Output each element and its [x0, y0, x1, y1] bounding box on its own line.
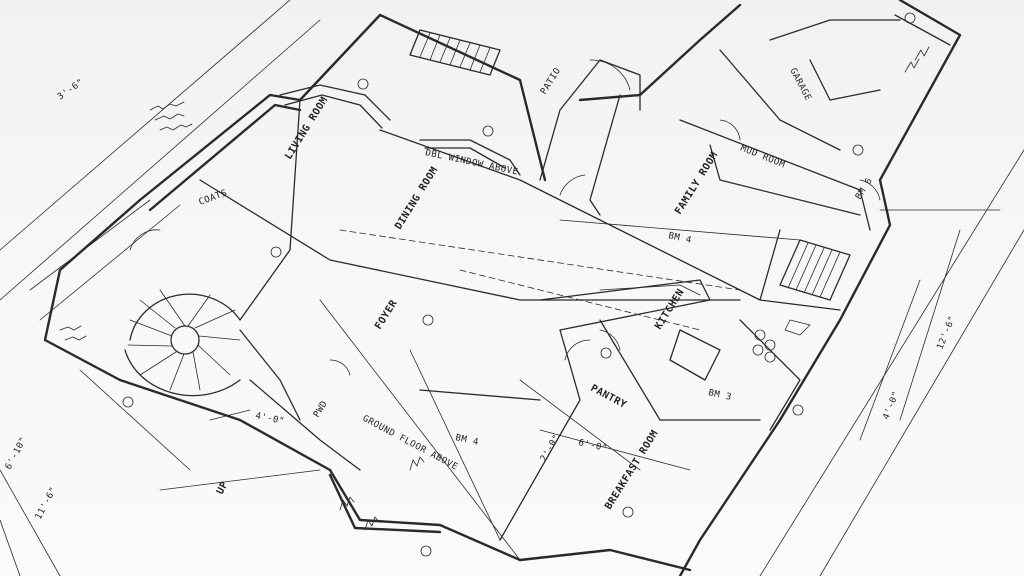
dim-6: 2'-0"	[539, 433, 562, 464]
scribble-notes	[59, 46, 930, 531]
room-label-family-room: FAMILY ROOM	[673, 150, 720, 217]
note-up: UP	[215, 480, 231, 497]
room-label-pantry: PANTRY	[589, 383, 629, 411]
room-label-kitchen: KITCHEN	[653, 287, 687, 332]
room-label-garage: GARAGE	[787, 67, 813, 103]
room-label-coats: COATS	[198, 188, 229, 208]
room-label-dining-room: DINING ROOM	[393, 165, 440, 232]
room-label-powder-room: PWD	[312, 399, 330, 419]
room-labels: LIVING ROOM DINING ROOM FOYER FAMILY ROO…	[198, 67, 813, 512]
dimension-lines	[29, 199, 1001, 561]
room-label-breakfast-room: BREAKFAST ROOM	[603, 428, 661, 511]
dim-5: 4'-0"	[254, 411, 285, 427]
upper-stair	[409, 29, 501, 76]
right-stair	[779, 239, 851, 301]
section-markers	[122, 12, 916, 557]
annotation-notes: GROUND FLOOR ABOVE UP PATIO DBL WINDOW A…	[215, 66, 875, 496]
kitchen-fixtures	[599, 284, 811, 381]
room-label-mud-room: MUD ROOM	[739, 144, 787, 171]
room-label-living-room: LIVING ROOM	[283, 95, 330, 162]
room-label-foyer: FOYER	[373, 298, 400, 332]
dimension-labels: 6'-10" 11'-6" 3'-6" 6'-0" 4'-0" 2'-0" 12…	[4, 77, 958, 521]
interior-walls	[199, 19, 901, 541]
note-patio: PATIO	[539, 66, 563, 96]
exterior-walls	[43, 0, 962, 576]
door-swings	[129, 59, 881, 376]
note-beam-2: BM 4	[454, 433, 479, 448]
spiral-stair	[124, 289, 241, 397]
dim-1: 6'-10"	[4, 435, 30, 471]
note-beam-3: BM 3	[707, 388, 732, 403]
dim-2: 11'-6"	[34, 485, 60, 521]
note-beam-1: BM 4	[667, 231, 692, 246]
dim-4: 6'-0"	[577, 438, 608, 454]
dim-7: 12'-6"	[936, 314, 959, 351]
dim-3: 3'-6"	[56, 77, 86, 102]
dim-8: 4'-0"	[882, 390, 902, 421]
bay-windows	[279, 59, 641, 181]
